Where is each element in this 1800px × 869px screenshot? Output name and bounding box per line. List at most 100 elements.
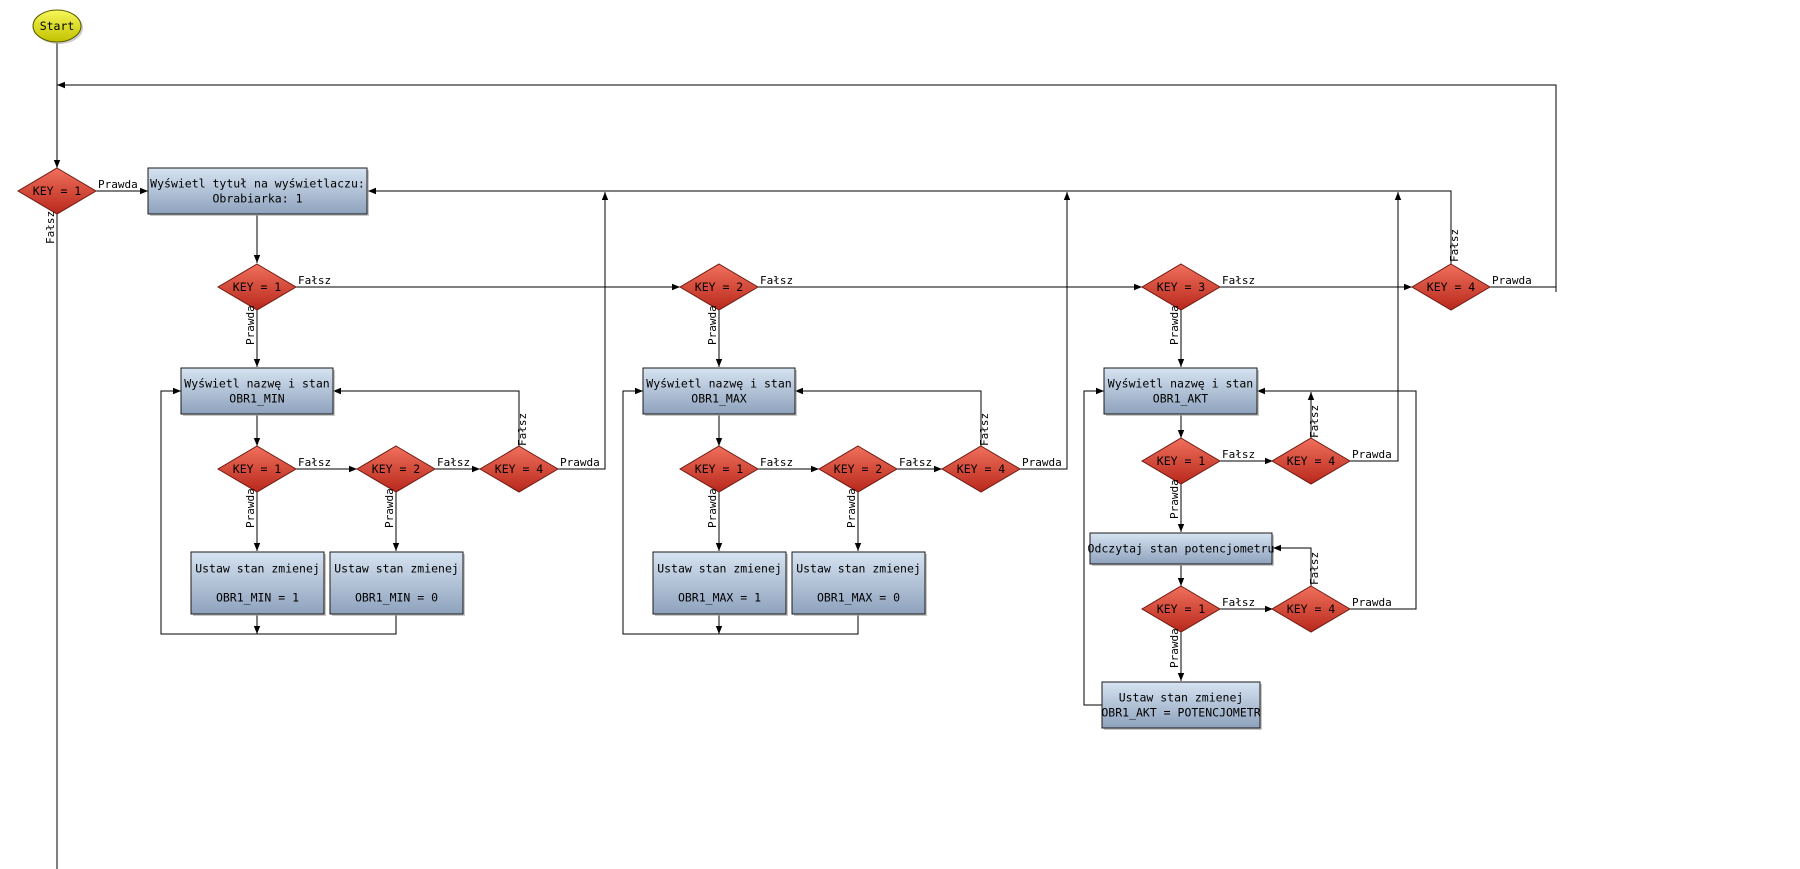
label-prawda: Prawda	[98, 178, 138, 191]
connector-line-2	[57, 81, 1557, 292]
decision-text: KEY = 4	[495, 462, 544, 476]
process-box-text: OBR1_MIN = 1	[216, 591, 299, 605]
decision-text: KEY = 4	[1427, 280, 1476, 294]
decision-d-k1[interactable]: KEY = 1	[217, 263, 297, 311]
label-falsz: Fałsz	[1308, 552, 1321, 585]
decision-d-max2[interactable]: KEY = 2	[818, 445, 898, 493]
connector-line-40	[1257, 387, 1417, 610]
label-falsz: Fałsz	[1222, 448, 1255, 461]
label-prawda: Prawda	[706, 305, 719, 345]
label-prawda: Prawda	[383, 488, 396, 528]
decision-d-akt4[interactable]: KEY = 4	[1271, 437, 1351, 485]
decision-text: KEY = 2	[372, 462, 420, 476]
decision-d-pot1[interactable]: KEY = 1	[1141, 585, 1221, 633]
label-falsz: Fałsz	[44, 211, 57, 244]
decision-d-min2[interactable]: KEY = 2	[356, 445, 436, 493]
decision-d-akt1[interactable]: KEY = 1	[1141, 437, 1221, 485]
process-box-read-pot[interactable]: Odczytaj stan potencjometru	[1088, 532, 1275, 566]
label-falsz: Fałsz	[1308, 405, 1321, 438]
label-prawda: Prawda	[244, 488, 257, 528]
label-prawda: Prawda	[244, 305, 257, 345]
process-box-text: Ustaw stan zmienej	[796, 562, 921, 576]
decision-d-min4[interactable]: KEY = 4	[479, 445, 559, 493]
decision-d-k3[interactable]: KEY = 3	[1141, 263, 1221, 311]
decision-text: KEY = 3	[1157, 280, 1206, 294]
label-prawda: Prawda	[1168, 305, 1181, 345]
decision-text: KEY = 1	[695, 462, 744, 476]
label-prawda: Prawda	[1022, 456, 1062, 469]
connector-line-15	[333, 387, 520, 446]
connector-line-42	[1083, 387, 1104, 706]
connector-line-30	[622, 387, 859, 635]
label-falsz: Fałsz	[298, 456, 331, 469]
process-box-text: Wyświetl nazwę i stan	[1108, 377, 1253, 391]
decision-text: KEY = 1	[233, 462, 282, 476]
decision-text: KEY = 1	[1157, 454, 1206, 468]
decision-d-pot4[interactable]: KEY = 4	[1271, 585, 1351, 633]
process-box-text: OBR1_MAX = 0	[817, 591, 900, 605]
process-box-text: OBR1_AKT	[1153, 392, 1208, 406]
label-falsz: Fałsz	[760, 456, 793, 469]
connector-line-16	[558, 192, 609, 470]
connector-lines	[53, 43, 1557, 869]
label-falsz: Fałsz	[1222, 274, 1255, 287]
process-box-text: OBR1_MAX = 1	[678, 591, 761, 605]
connector-line-20	[160, 387, 397, 635]
label-prawda: Prawda	[706, 488, 719, 528]
process-box-text: Wyświetl tytuł na wyświetlaczu:	[150, 177, 365, 191]
decision-d-main[interactable]: KEY = 1	[17, 167, 97, 215]
start-terminal[interactable]: Start	[32, 9, 83, 44]
process-box-text: Obrabiarka: 1	[212, 192, 302, 206]
process-box-text: Ustaw stan zmienej	[195, 562, 320, 576]
process-box-text: Wyświetl nazwę i stan	[646, 377, 791, 391]
process-box-text: Ustaw stan zmienej	[1119, 691, 1244, 705]
label-falsz: Fałsz	[1448, 229, 1461, 262]
label-prawda: Prawda	[560, 456, 600, 469]
label-prawda: Prawda	[1168, 479, 1181, 519]
decision-d-max4[interactable]: KEY = 4	[941, 445, 1021, 493]
process-box-text: Wyświetl nazwę i stan	[184, 377, 329, 391]
label-falsz: Fałsz	[899, 456, 932, 469]
decision-text: KEY = 2	[695, 280, 743, 294]
label-prawda: Prawda	[845, 488, 858, 528]
connector-line-10	[368, 187, 1452, 264]
decision-text: KEY = 4	[957, 462, 1006, 476]
decision-d-k4[interactable]: KEY = 4	[1411, 263, 1491, 311]
label-falsz: Fałsz	[978, 413, 991, 446]
start-label: Start	[40, 19, 75, 33]
process-box-text: Ustaw stan zmienej	[657, 562, 782, 576]
process-box-text: OBR1_AKT = POTENCJOMETR	[1101, 706, 1260, 720]
decision-text: KEY = 4	[1287, 602, 1336, 616]
connector-line-25	[795, 387, 982, 446]
process-box-title[interactable]: Wyświetl tytuł na wyświetlaczu:Obrabiark…	[147, 167, 369, 216]
connector-line-35	[1350, 192, 1402, 462]
process-box-text: OBR1_MIN = 0	[355, 591, 438, 605]
label-falsz: Fałsz	[437, 456, 470, 469]
decision-text: KEY = 1	[1157, 602, 1206, 616]
label-falsz: Fałsz	[516, 413, 529, 446]
process-box-text: Odczytaj stan potencjometru	[1088, 542, 1275, 556]
connector-line-26	[1020, 192, 1071, 470]
label-falsz: Fałsz	[1222, 596, 1255, 609]
decision-d-min1[interactable]: KEY = 1	[217, 445, 297, 493]
label-prawda: Prawda	[1352, 596, 1392, 609]
label-prawda: Prawda	[1168, 628, 1181, 668]
decision-d-max1[interactable]: KEY = 1	[679, 445, 759, 493]
process-box-text: OBR1_MAX	[691, 392, 746, 406]
decision-d-k2[interactable]: KEY = 2	[679, 263, 759, 311]
decision-text: KEY = 4	[1287, 454, 1336, 468]
label-falsz: Fałsz	[298, 274, 331, 287]
decision-text: KEY = 2	[834, 462, 882, 476]
label-falsz: Fałsz	[760, 274, 793, 287]
